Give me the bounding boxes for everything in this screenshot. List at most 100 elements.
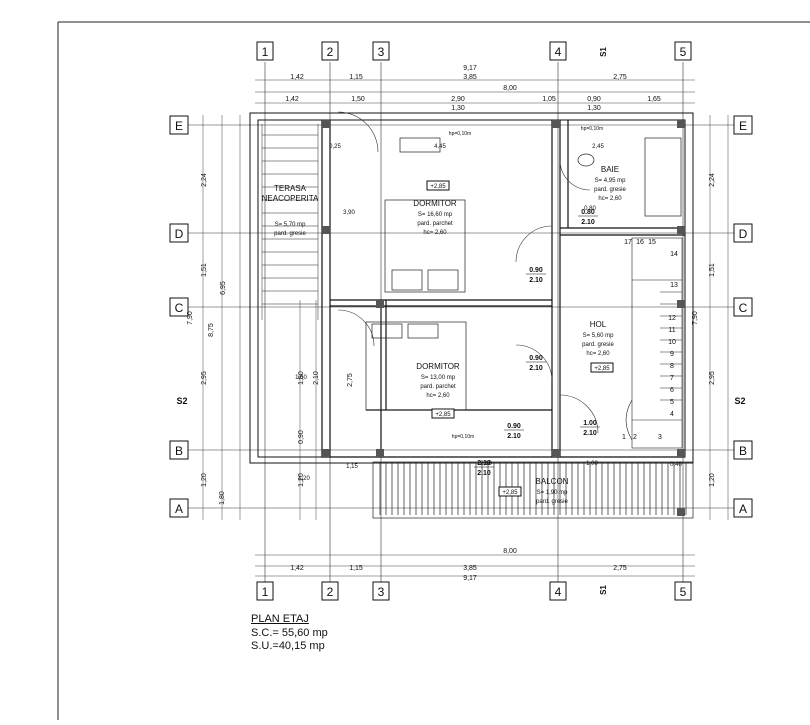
dim-top-sub-1: 1,30: [587, 105, 601, 112]
dim-left-inner-1: 0,90: [298, 430, 305, 444]
sill-note-1: hp=0,10m: [452, 434, 474, 440]
misc-dim-7: 0,40: [670, 462, 682, 468]
room-height-2: hc= 2,60: [598, 196, 622, 202]
columns: [322, 120, 685, 516]
stair-step-15: 15: [648, 239, 656, 246]
dim-left-inner2-0: 2,10: [313, 371, 320, 385]
axis-label-top-4: 4: [555, 45, 562, 59]
axis-bubble-bottom-5: [674, 581, 692, 601]
axis-label-bottom-3: 3: [378, 585, 385, 599]
dim-left-outer-0: 2,24: [201, 173, 208, 187]
door-width-3: 1.00: [583, 420, 597, 427]
stair-step-13: 13: [670, 282, 678, 289]
door-height-4: 2.10: [581, 219, 595, 226]
dim-left-outer-1: 1,51: [201, 263, 208, 277]
dim-top-sub-0: 1,30: [451, 105, 465, 112]
stair-step-3: 3: [658, 434, 662, 441]
dim-top-row1-1: 1,15: [349, 74, 363, 81]
stair-step-12: 12: [668, 315, 676, 322]
dim-right-outer-2: 2,95: [709, 371, 716, 385]
axis-label-top-3: 3: [378, 45, 385, 59]
dim-bottom-row1-1: 1,15: [349, 565, 363, 572]
dim-top-row3-0: 1,42: [285, 96, 299, 103]
axis-bubble-right-E: [733, 115, 753, 135]
room-name-5: BALCON: [536, 477, 569, 486]
axis-label-top-5: 5: [680, 45, 687, 59]
stair-step-16: 16: [636, 239, 644, 246]
inner-walls: [321, 120, 685, 458]
room-floor-2: pard. gresie: [594, 187, 626, 193]
dim-top-row1-3: 2,75: [613, 74, 627, 81]
dim-left-outer-2: 2,95: [201, 371, 208, 385]
door-height-1: 2.10: [529, 365, 543, 372]
dim-right-outer-0: 2,24: [709, 173, 716, 187]
level-box-0: [426, 180, 450, 191]
dim-bottom-row1-0: 1,42: [290, 565, 304, 572]
stair-step-11: 11: [668, 327, 675, 334]
door-height-0: 2.10: [529, 277, 543, 284]
stair-step-14: 14: [670, 251, 678, 258]
axis-bubble-right-C: [733, 297, 753, 317]
level-marker-1: +2,85: [594, 366, 610, 372]
axis-bubble-top-4: [549, 41, 567, 61]
axis-label-left-D: D: [175, 227, 184, 241]
room-name-4: HOL: [590, 320, 607, 329]
dim-top-row1-0: 1,42: [290, 74, 304, 81]
level-marker-0: +2,85: [430, 184, 446, 190]
room-area-2: S= 4,95 mp: [595, 178, 627, 184]
misc-dim-6: 2,10: [480, 461, 492, 467]
room-floor-3: pard. parchet: [420, 384, 456, 390]
level-box-3: [498, 486, 522, 497]
door-width-5: 2.10: [477, 460, 491, 467]
misc-dim-10: 1,60: [295, 375, 307, 381]
axis-label-bottom-4: 4: [555, 585, 562, 599]
axis-bubble-left-E: [169, 115, 189, 135]
stair-step-7: 7: [670, 375, 674, 382]
sill-note-2: hp=0,10m: [581, 126, 603, 132]
axis-label-left-C: C: [175, 301, 184, 315]
axis-bubble-top-5: [674, 41, 692, 61]
axis-label-right-A: A: [739, 502, 747, 516]
door-width-2: 0.90: [507, 423, 521, 430]
room-floor-5: pard. gresie: [536, 499, 568, 505]
balcony-railing: [372, 461, 694, 519]
axis-label-right-B: B: [739, 444, 747, 458]
room-area-3: S= 13,00 mp: [421, 375, 456, 381]
level-box-1: [590, 362, 614, 373]
terrace-hatch: [261, 124, 319, 320]
room-floor-0: pard. gresie: [274, 231, 306, 237]
section-mark-left: S2: [176, 396, 187, 406]
dim-top-row3-1: 1,50: [351, 96, 365, 103]
dim-left-total-b: 8,75: [208, 323, 215, 337]
axis-bubble-top-1: [256, 41, 274, 61]
dim-right-outer-3: 1,20: [709, 473, 716, 487]
door-swings: [337, 111, 599, 434]
dimension-lines: [202, 79, 729, 577]
room-floor-4: pard. gresie: [582, 342, 614, 348]
dim-bottom-row1-3: 2,75: [613, 565, 627, 572]
area-usable: S.U.=40,15 mp: [251, 640, 325, 652]
axis-bubble-bottom-4: [549, 581, 567, 601]
door-width-1: 0.90: [529, 355, 543, 362]
dim-left-total-a: 6,95: [220, 281, 227, 295]
dim-bottom-total-a: 9,17: [463, 575, 477, 582]
axis-label-bottom-2: 2: [327, 585, 334, 599]
axis-label-bottom-1: 1: [262, 585, 269, 599]
dim-left-inner-3: 1,80: [219, 491, 226, 505]
axis-bubble-top-2: [321, 41, 339, 61]
dim-bottom-row1-2: 3,85: [463, 565, 477, 572]
axis-bubble-left-B: [169, 440, 189, 460]
section-mark-bottom: S1: [599, 585, 608, 595]
axis-label-right-E: E: [739, 119, 747, 133]
door-height-5: 2.10: [477, 470, 491, 477]
axis-bubble-bottom-1: [256, 581, 274, 601]
room-height-4: hc= 2,60: [586, 351, 610, 357]
room-name-1: DORMITOR: [413, 199, 457, 208]
room-name-0-a: TERASA: [274, 184, 307, 193]
door-width-4: 0.80: [581, 209, 595, 216]
sill-note-0: hp=0,10m: [449, 131, 471, 137]
room-height-1: hc= 2,60: [423, 230, 447, 236]
room-name-3: DORMITOR: [416, 362, 460, 371]
dim-top-total-a: 9,17: [463, 65, 477, 72]
